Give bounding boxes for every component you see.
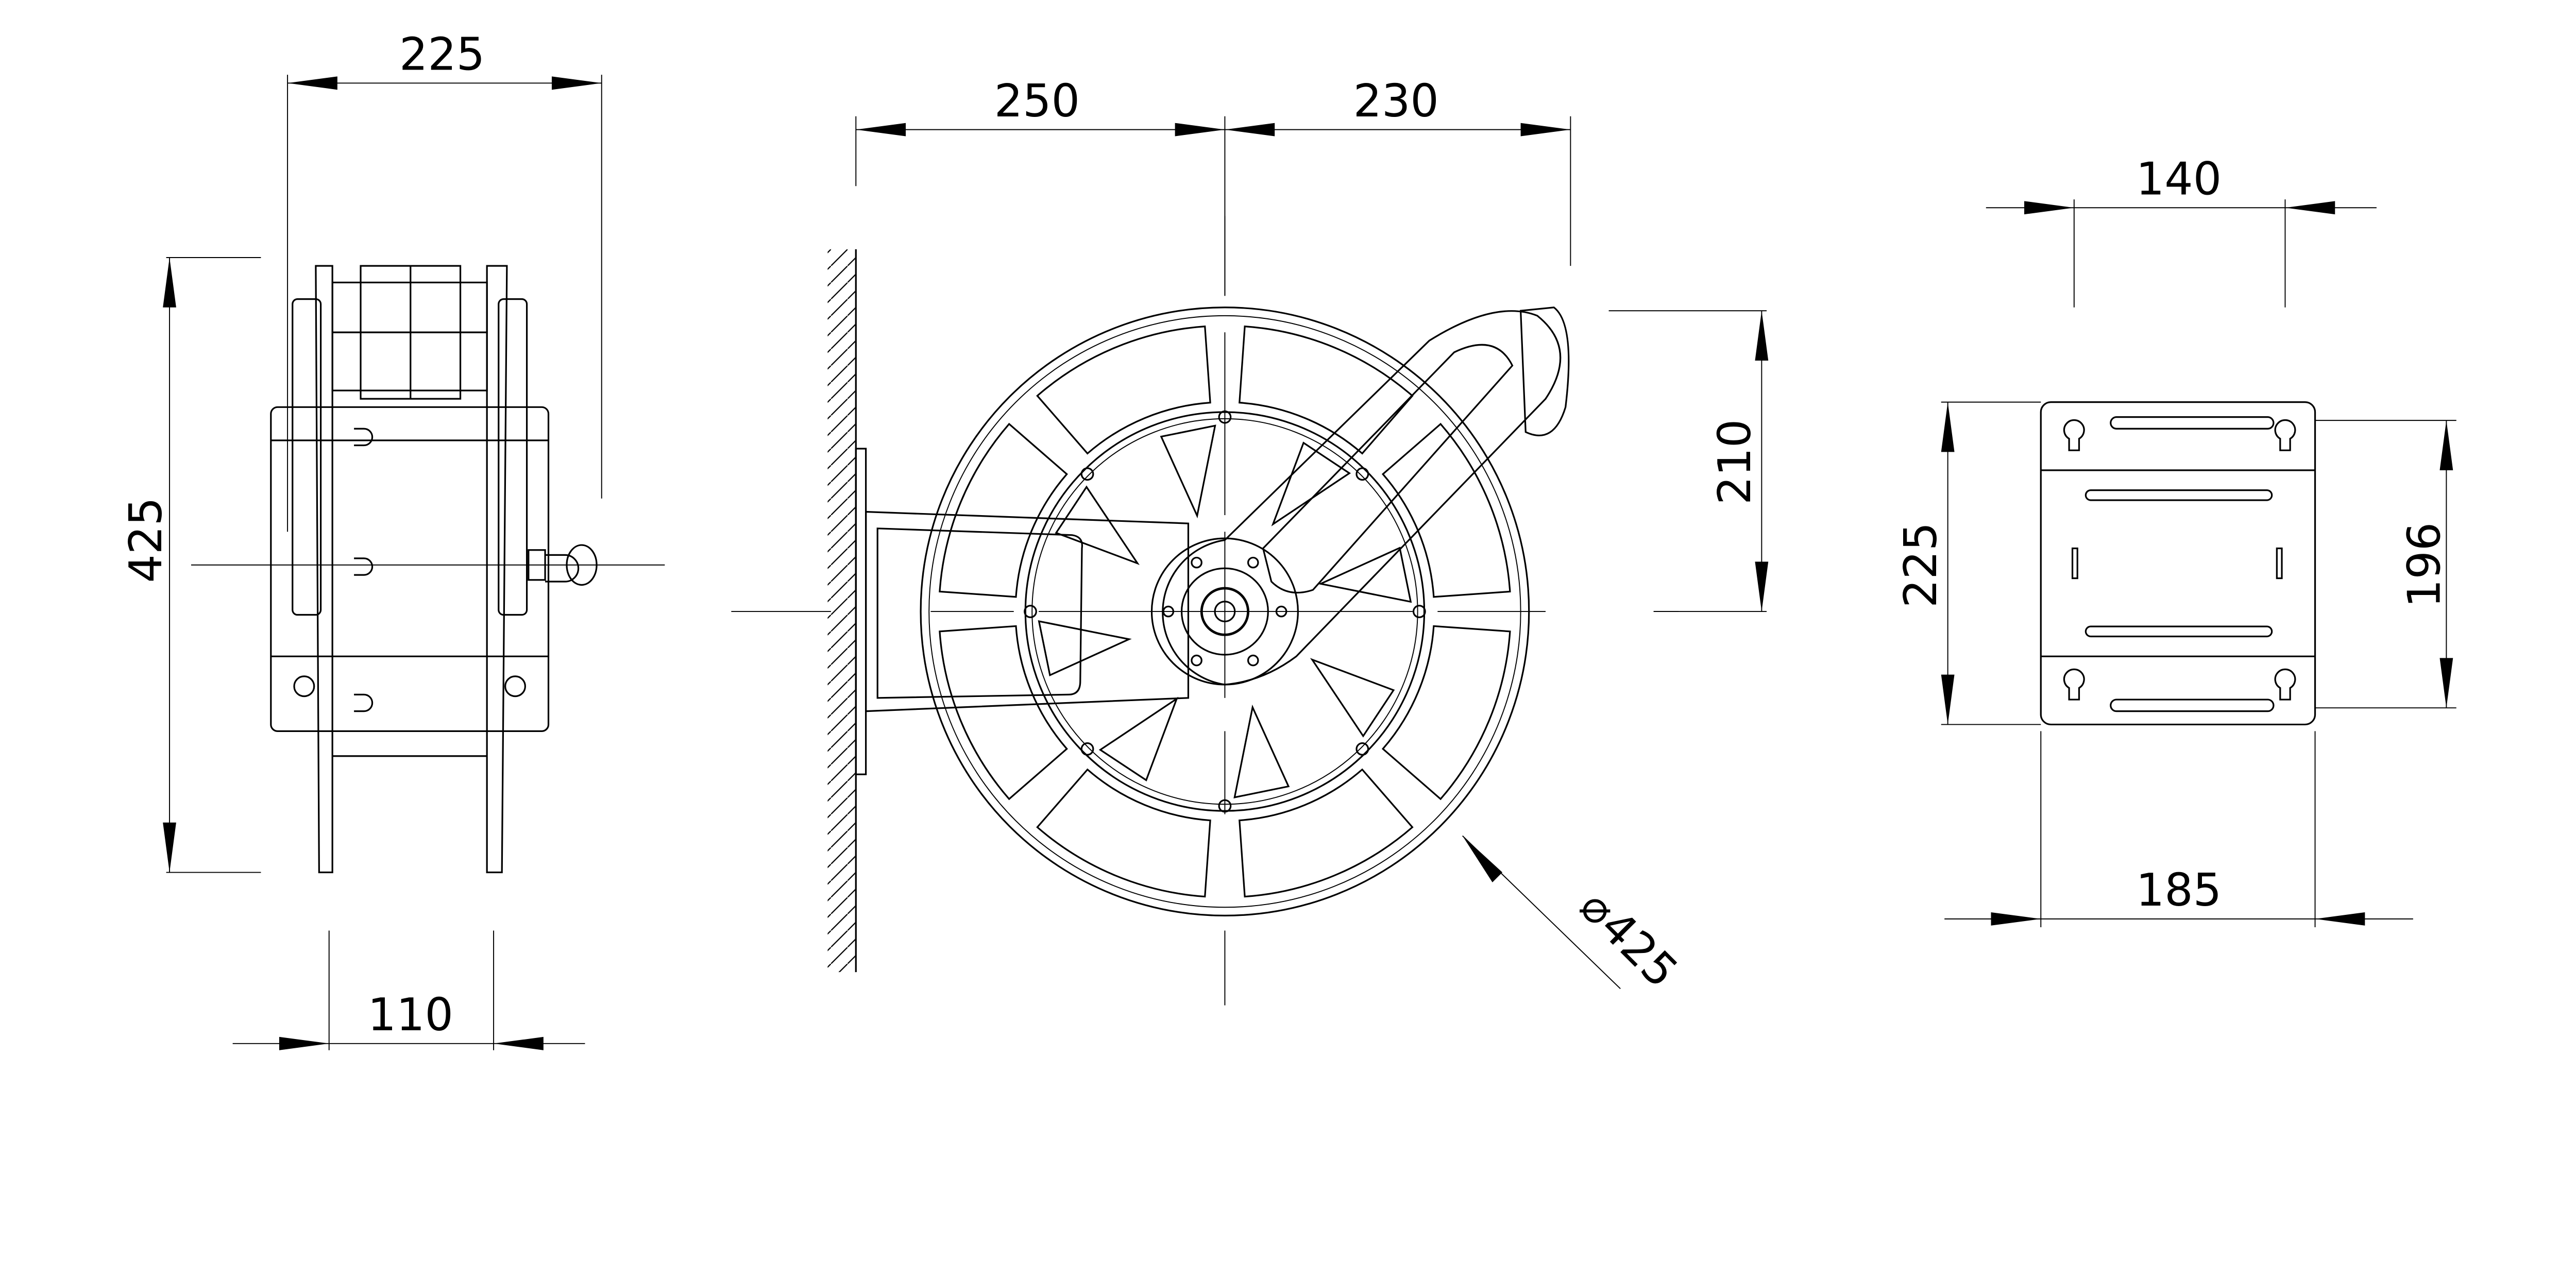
- bolt-icon: [1412, 605, 1426, 618]
- reel-inner-window: [1233, 704, 1290, 798]
- side-view: 225 425 110: [120, 28, 665, 1050]
- bolt-icon: [1080, 742, 1094, 756]
- dim-diameter-425: ⌀ 425: [1462, 835, 1688, 998]
- hub: [1150, 537, 1299, 686]
- wall-hatch: [827, 249, 856, 973]
- reel-inner-window: [1038, 620, 1132, 676]
- bolt-icon: [1247, 556, 1259, 569]
- bolt-icon: [1162, 605, 1175, 618]
- front-view: 250 230 210: [731, 75, 1769, 1006]
- dim-label: 210: [1708, 419, 1761, 505]
- reel-inner-window: [1160, 424, 1216, 519]
- dim-label: 185: [2136, 864, 2222, 916]
- dim-225-side: 225: [287, 28, 602, 532]
- dim-label: 230: [1353, 75, 1439, 127]
- dim-225-bracket: 225: [1894, 401, 2041, 725]
- dim-label: 110: [368, 989, 453, 1041]
- technical-drawing: 225 425 110: [120, 28, 2456, 1050]
- bracket-view: 140 225 196 185: [1894, 152, 2456, 927]
- reel-flange-left: [315, 265, 333, 874]
- bolt-icon: [1355, 742, 1369, 756]
- dim-label: 225: [1894, 522, 1947, 608]
- dim-110-side: 110: [232, 930, 585, 1050]
- bolt-icon: [1275, 605, 1287, 618]
- wall-bracket-arm: [865, 510, 1190, 712]
- reel-outer-window: [1239, 768, 1414, 898]
- guide-arm: [1162, 310, 1562, 686]
- dim-140: 140: [1986, 152, 2377, 308]
- reel-inner-window: [1310, 658, 1395, 738]
- dim-425-side: 425: [120, 257, 261, 873]
- keyhole-icon: [2063, 668, 2085, 701]
- dim-185: 185: [1944, 731, 2413, 927]
- reel-inner-window: [1318, 547, 1412, 603]
- bolt-icon: [1024, 605, 1037, 618]
- bolt-icon: [1080, 467, 1094, 481]
- wall-plate: [855, 448, 867, 775]
- reel-inner-window: [1098, 696, 1179, 781]
- reel-outer-window: [1381, 625, 1511, 801]
- dim-label: 196: [2398, 522, 2450, 608]
- keyhole-icon: [2274, 419, 2296, 451]
- keyholes: [2063, 419, 2296, 701]
- bolt-icon: [1218, 410, 1232, 424]
- bolt-icon: [1191, 654, 1202, 667]
- dim-label: 250: [994, 75, 1080, 127]
- reel-outer-window: [939, 422, 1068, 598]
- mounting-plate: [2040, 401, 2316, 726]
- bracket-body: [270, 406, 550, 732]
- reel-outer-window: [1036, 768, 1211, 898]
- dim-250-230: 250 230: [855, 75, 1571, 296]
- plate-slots: [2071, 416, 2283, 712]
- dim-210: 210: [1608, 310, 1769, 612]
- keyhole-icon: [2063, 419, 2085, 451]
- keyhole-icon: [2274, 668, 2296, 701]
- dim-196: 196: [2315, 420, 2456, 709]
- dim-label: 140: [2136, 152, 2222, 205]
- reel-outer-window: [1381, 422, 1511, 598]
- reel-flange-right: [486, 265, 508, 874]
- dim-label: 225: [399, 28, 485, 80]
- reel-outer-window: [1239, 325, 1414, 455]
- drawing-canvas: 225 425 110: [120, 28, 2456, 1050]
- bolt-icon: [1191, 556, 1202, 569]
- bolt-icon: [1355, 467, 1369, 481]
- hose-guide: [1519, 307, 1570, 436]
- bolt-icon: [1218, 799, 1232, 813]
- reel-outer-window: [1036, 325, 1211, 455]
- reel-inner-window: [1055, 485, 1140, 565]
- reel-outer-window: [939, 625, 1068, 801]
- dim-label: 425: [120, 497, 172, 583]
- bolts: [1024, 410, 1426, 813]
- bolt-icon: [1247, 654, 1259, 667]
- hose-connector: [566, 544, 598, 586]
